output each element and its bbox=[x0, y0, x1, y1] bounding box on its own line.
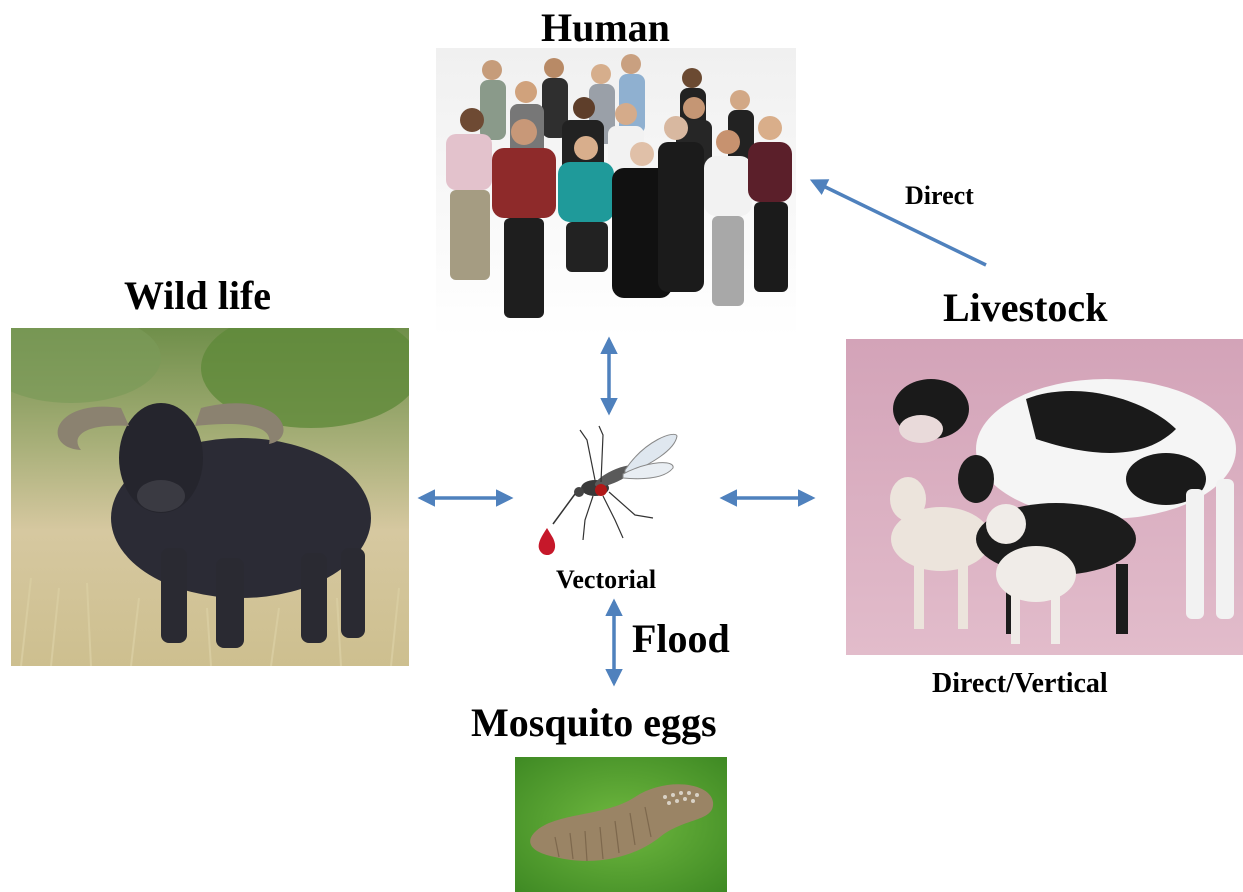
livestock-human-direct-arrow bbox=[813, 181, 986, 265]
